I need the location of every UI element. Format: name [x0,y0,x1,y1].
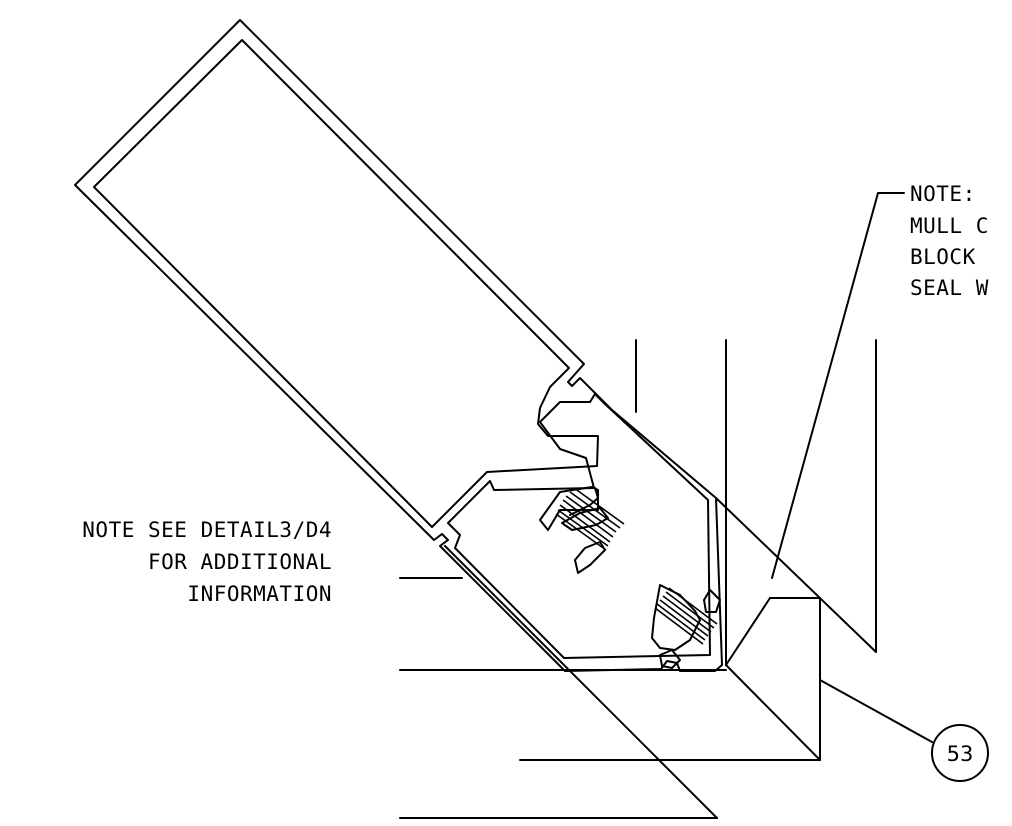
note-right-line-3: BLOCK [910,245,976,269]
callout-53: 53 [931,724,989,782]
note-right-line-1: NOTE: [910,182,976,206]
note-right-line-4: SEAL W [910,276,989,300]
screw-boss-upper [555,487,625,574]
note-left-line-1: NOTE SEE DETAIL3/D4 [82,518,332,542]
reference-lines [399,545,821,819]
screw-boss-lower [651,584,721,669]
note-left-line-3: INFORMATION [187,582,332,606]
substrate-lines [635,339,877,761]
mullion-body [447,393,711,659]
note-right-line-2: MULL C [910,214,989,238]
note-right: NOTE: MULL C BLOCK SEAL W [910,182,989,300]
glazing-inner [93,39,599,528]
leader-lines [771,192,933,743]
note-left-line-2: FOR ADDITIONAL [148,550,332,574]
note-left: NOTE SEE DETAIL3/D4 FOR ADDITIONAL INFOR… [82,518,332,606]
callout-tag: 53 [947,742,974,766]
